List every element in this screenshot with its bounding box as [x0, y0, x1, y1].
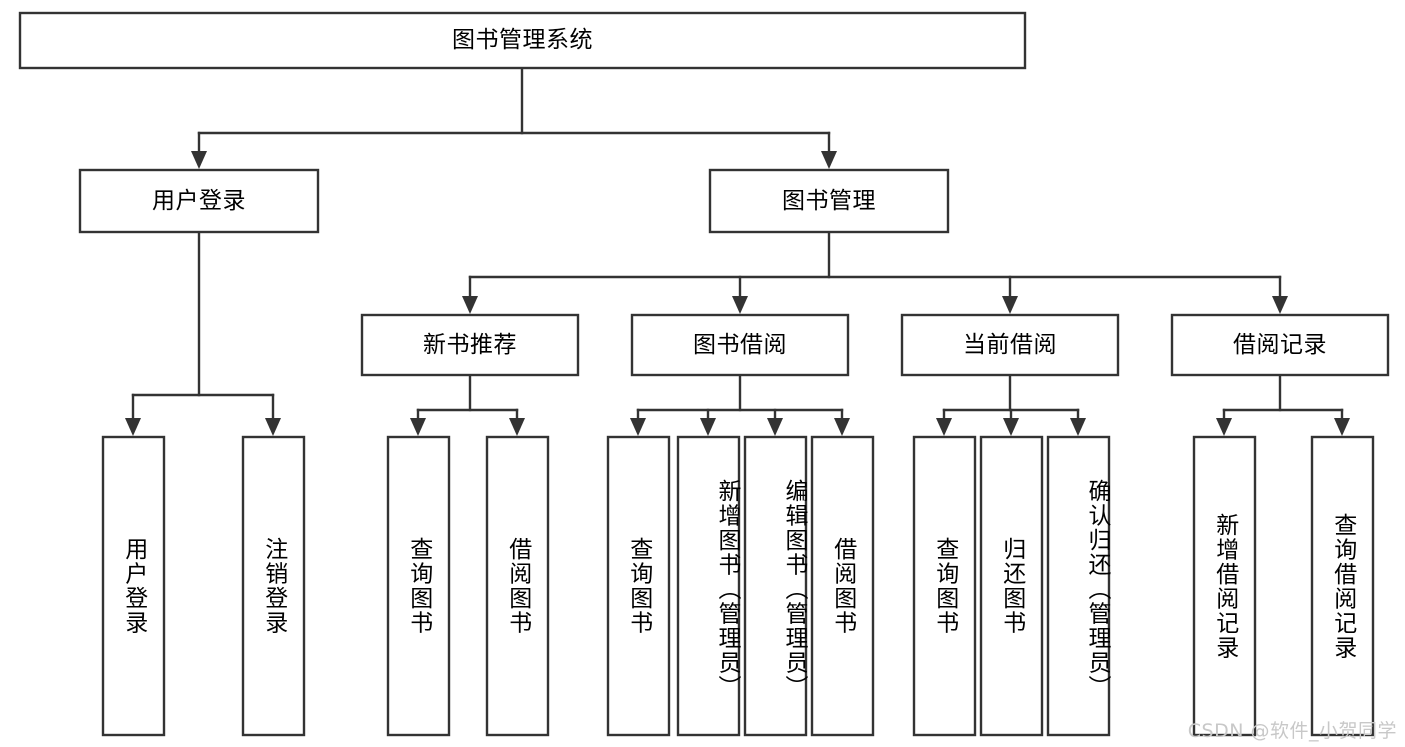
node-box-borrow-record — [1170, 313, 1390, 377]
node-box-leaf-add-record — [1192, 435, 1257, 737]
node-box-leaf-query-book-cur — [912, 435, 977, 737]
arrow-head-icon — [630, 418, 646, 436]
csdn-watermark: CSDN @软件_小贺同学 — [1187, 720, 1397, 742]
node-box-leaf-confirm-return — [1046, 435, 1111, 737]
node-box-leaf-borrow-book-rec — [485, 435, 550, 737]
node-box-leaf-query-record — [1310, 435, 1375, 737]
connector-layer — [125, 66, 1350, 436]
node-box-leaf-borrow-book — [810, 435, 875, 737]
node-box-leaf-logout — [241, 435, 306, 737]
arrow-head-icon — [700, 418, 716, 436]
arrow-head-icon — [410, 418, 426, 436]
node-box-root — [18, 11, 1027, 70]
node-box-book-borrow — [630, 313, 850, 377]
node-box-leaf-query-book-borrow — [606, 435, 671, 737]
arrow-head-icon — [1003, 418, 1019, 436]
arrow-head-icon — [1216, 418, 1232, 436]
arrow-head-icon — [1272, 296, 1288, 314]
arrow-head-icon — [732, 296, 748, 314]
arrow-head-icon — [834, 418, 850, 436]
arrow-head-icon — [125, 418, 141, 436]
node-box-current-borrow — [900, 313, 1120, 377]
node-box-leaf-return-book — [979, 435, 1044, 737]
arrow-head-icon — [767, 418, 783, 436]
arrow-head-icon — [509, 418, 525, 436]
node-box-book-manage — [708, 168, 950, 234]
arrow-head-icon — [936, 418, 952, 436]
node-box-leaf-edit-book — [743, 435, 808, 737]
arrow-head-icon — [191, 151, 207, 169]
arrow-head-icon — [1070, 418, 1086, 436]
node-box-leaf-user-login — [101, 435, 166, 737]
node-box-layer — [18, 11, 1390, 737]
node-box-leaf-add-book — [676, 435, 741, 737]
node-box-leaf-query-book-rec — [386, 435, 451, 737]
node-box-user-login — [78, 168, 320, 234]
arrow-head-icon — [462, 296, 478, 314]
arrow-head-icon — [1002, 296, 1018, 314]
node-box-new-book-recommend — [360, 313, 580, 377]
arrow-head-icon — [1334, 418, 1350, 436]
arrow-head-icon — [265, 418, 281, 436]
arrow-head-icon — [821, 151, 837, 169]
